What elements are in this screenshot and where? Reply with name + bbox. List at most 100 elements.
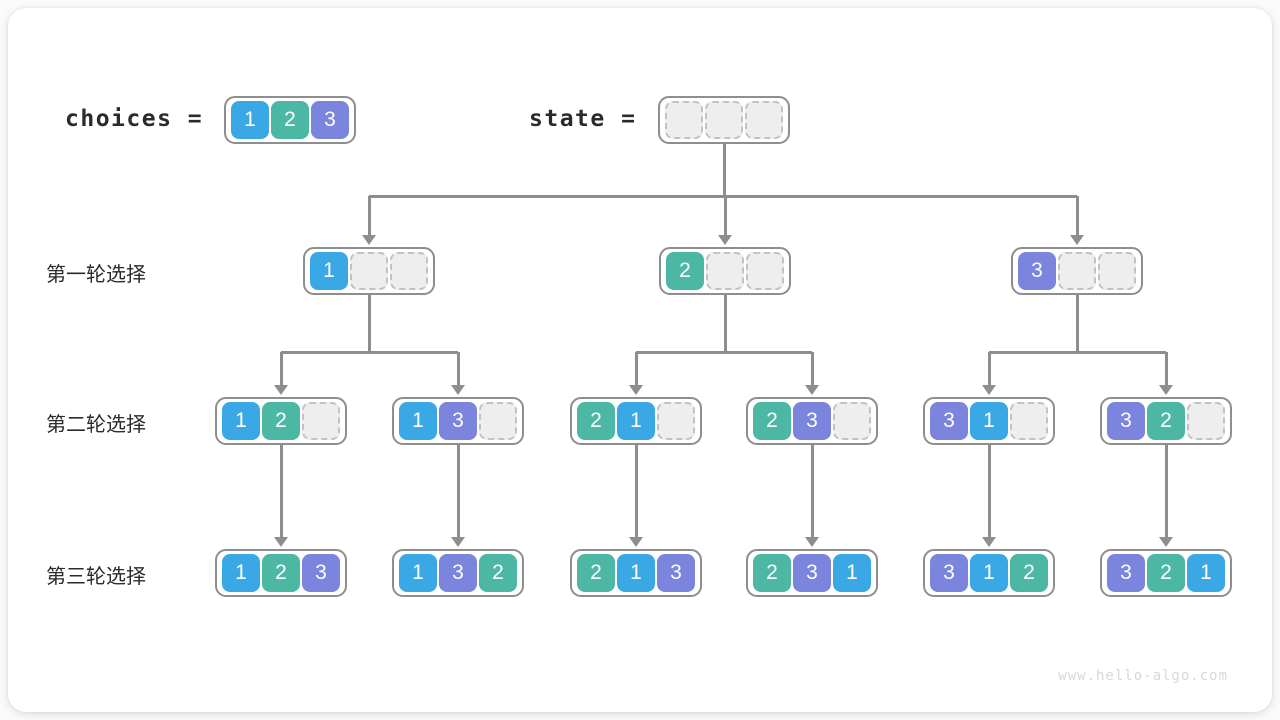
array-cell-empty [302,402,340,440]
array-cell-value: 2 [1147,402,1185,440]
array-cell-value: 1 [970,402,1008,440]
edge-arrowhead [451,537,465,547]
array-cell-empty [657,402,695,440]
array-cell-value: 1 [310,252,348,290]
array-cell-value: 2 [577,402,615,440]
edge-vertical [456,445,460,537]
edge-arrowhead [1159,385,1173,395]
edge-arrowhead [1070,235,1084,245]
array-cell-empty [1010,402,1048,440]
array-cell-value: 1 [617,402,655,440]
row-label-round-2: 第二轮选择 [46,414,146,436]
edge-arrowhead [274,385,288,395]
edge-arrowhead [362,235,376,245]
array-cell-empty [706,252,744,290]
tree-node-round1: 2 [659,247,791,295]
edge-vertical [456,352,460,385]
array-cell-empty [745,101,783,139]
edge-vertical [1164,352,1168,385]
array-cell-value: 1 [617,554,655,592]
array-cell-value: 2 [753,402,791,440]
array-cell-value: 1 [231,101,269,139]
edge-vertical [634,352,638,385]
edge-vertical [279,445,283,537]
edge-arrowhead [451,385,465,395]
tree-node-round1: 1 [303,247,435,295]
edge-vertical [367,196,371,235]
edge-vertical [367,295,371,352]
edge-arrowhead [1159,537,1173,547]
edge-arrowhead [629,385,643,395]
array-cell-empty [833,402,871,440]
edge-vertical [810,445,814,537]
edge-vertical [634,445,638,537]
array-cell-value: 1 [222,402,260,440]
array-cell-value: 3 [1107,554,1145,592]
edge-arrowhead [805,537,819,547]
array-cell-value: 3 [302,554,340,592]
tree-node-round1: 3 [1011,247,1143,295]
array-cell-value: 1 [970,554,1008,592]
array-cell-empty [705,101,743,139]
edge-horizontal [369,194,1077,198]
edge-vertical [987,445,991,537]
edge-arrowhead [629,537,643,547]
array-cell-value: 3 [439,402,477,440]
array-cell-value: 3 [1018,252,1056,290]
array-cell-value: 1 [1187,554,1225,592]
array-cell-value: 3 [311,101,349,139]
edge-vertical [279,352,283,385]
edge-arrowhead [718,235,732,245]
array-cell-empty [479,402,517,440]
array-cell-empty [1098,252,1136,290]
array-cell-value: 1 [833,554,871,592]
row-label-round-1: 第一轮选择 [46,264,146,286]
choices-label: choices = [65,106,204,132]
watermark: www.hello-algo.com [1058,668,1228,684]
edge-vertical [810,352,814,385]
state-array [658,96,790,144]
edge-horizontal [989,350,1166,354]
array-cell-value: 3 [930,402,968,440]
array-cell-value: 3 [1107,402,1145,440]
array-cell-empty [1058,252,1096,290]
array-cell-value: 2 [666,252,704,290]
array-cell-value: 2 [262,554,300,592]
array-cell-value: 2 [262,402,300,440]
array-cell-value: 2 [271,101,309,139]
array-cell-value: 2 [479,554,517,592]
edge-horizontal [636,350,812,354]
edge-vertical [723,196,727,235]
row-label-round-3: 第三轮选择 [46,566,146,588]
array-cell-empty [665,101,703,139]
edge-arrowhead [982,385,996,395]
edge-vertical [1075,295,1079,352]
edge-vertical [723,295,727,352]
array-cell-value: 1 [399,402,437,440]
edge-vertical [722,144,726,196]
state-label: state = [529,106,637,132]
array-cell-value: 3 [793,402,831,440]
array-cell-value: 3 [657,554,695,592]
array-cell-empty [350,252,388,290]
array-cell-value: 3 [793,554,831,592]
edge-arrowhead [982,537,996,547]
array-cell-value: 2 [1010,554,1048,592]
edge-vertical [987,352,991,385]
array-cell-empty [1187,402,1225,440]
edge-horizontal [281,350,458,354]
